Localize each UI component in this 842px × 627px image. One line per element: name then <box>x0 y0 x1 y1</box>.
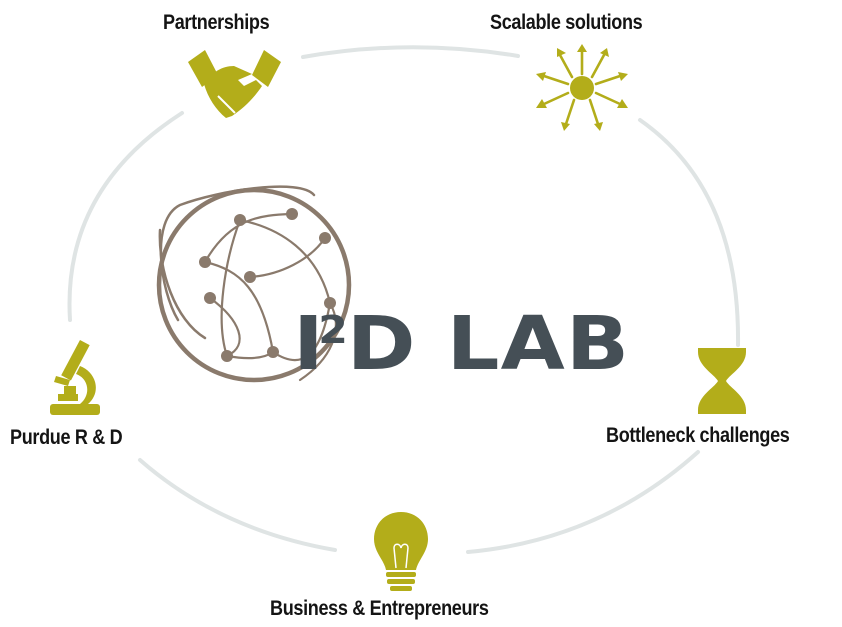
node-label-business-entrepreneurs: Business & Entrepreneurs <box>270 597 489 620</box>
logo-wordmark-superscript: 2 <box>318 308 349 352</box>
ring-arc-top <box>301 45 520 59</box>
node-label-bottleneck-challenges: Bottleneck challenges <box>606 424 790 447</box>
ring-arc-bottom-right <box>466 450 700 554</box>
ring-arc-left <box>67 111 184 322</box>
hourglass-icon <box>698 348 746 414</box>
node-label-purdue-rd: Purdue R & D <box>10 426 123 449</box>
logo-wordmark: I2D LAB <box>293 307 630 381</box>
node-label-scalable-solutions: Scalable solutions <box>490 11 643 34</box>
globe-network-icon <box>156 185 352 383</box>
cycle-ring <box>67 45 741 554</box>
microscope-icon <box>50 339 100 415</box>
sun-arrows-icon <box>536 44 628 131</box>
handshake-icon <box>188 50 281 118</box>
ring-arc-right <box>638 118 741 347</box>
ring-arc-bottom-left <box>138 458 337 552</box>
logo-wordmark-rest: D LAB <box>346 301 631 387</box>
logo-wordmark-main: I <box>293 301 325 387</box>
node-label-partnerships: Partnerships <box>163 11 270 34</box>
lightbulb-icon <box>374 512 428 591</box>
